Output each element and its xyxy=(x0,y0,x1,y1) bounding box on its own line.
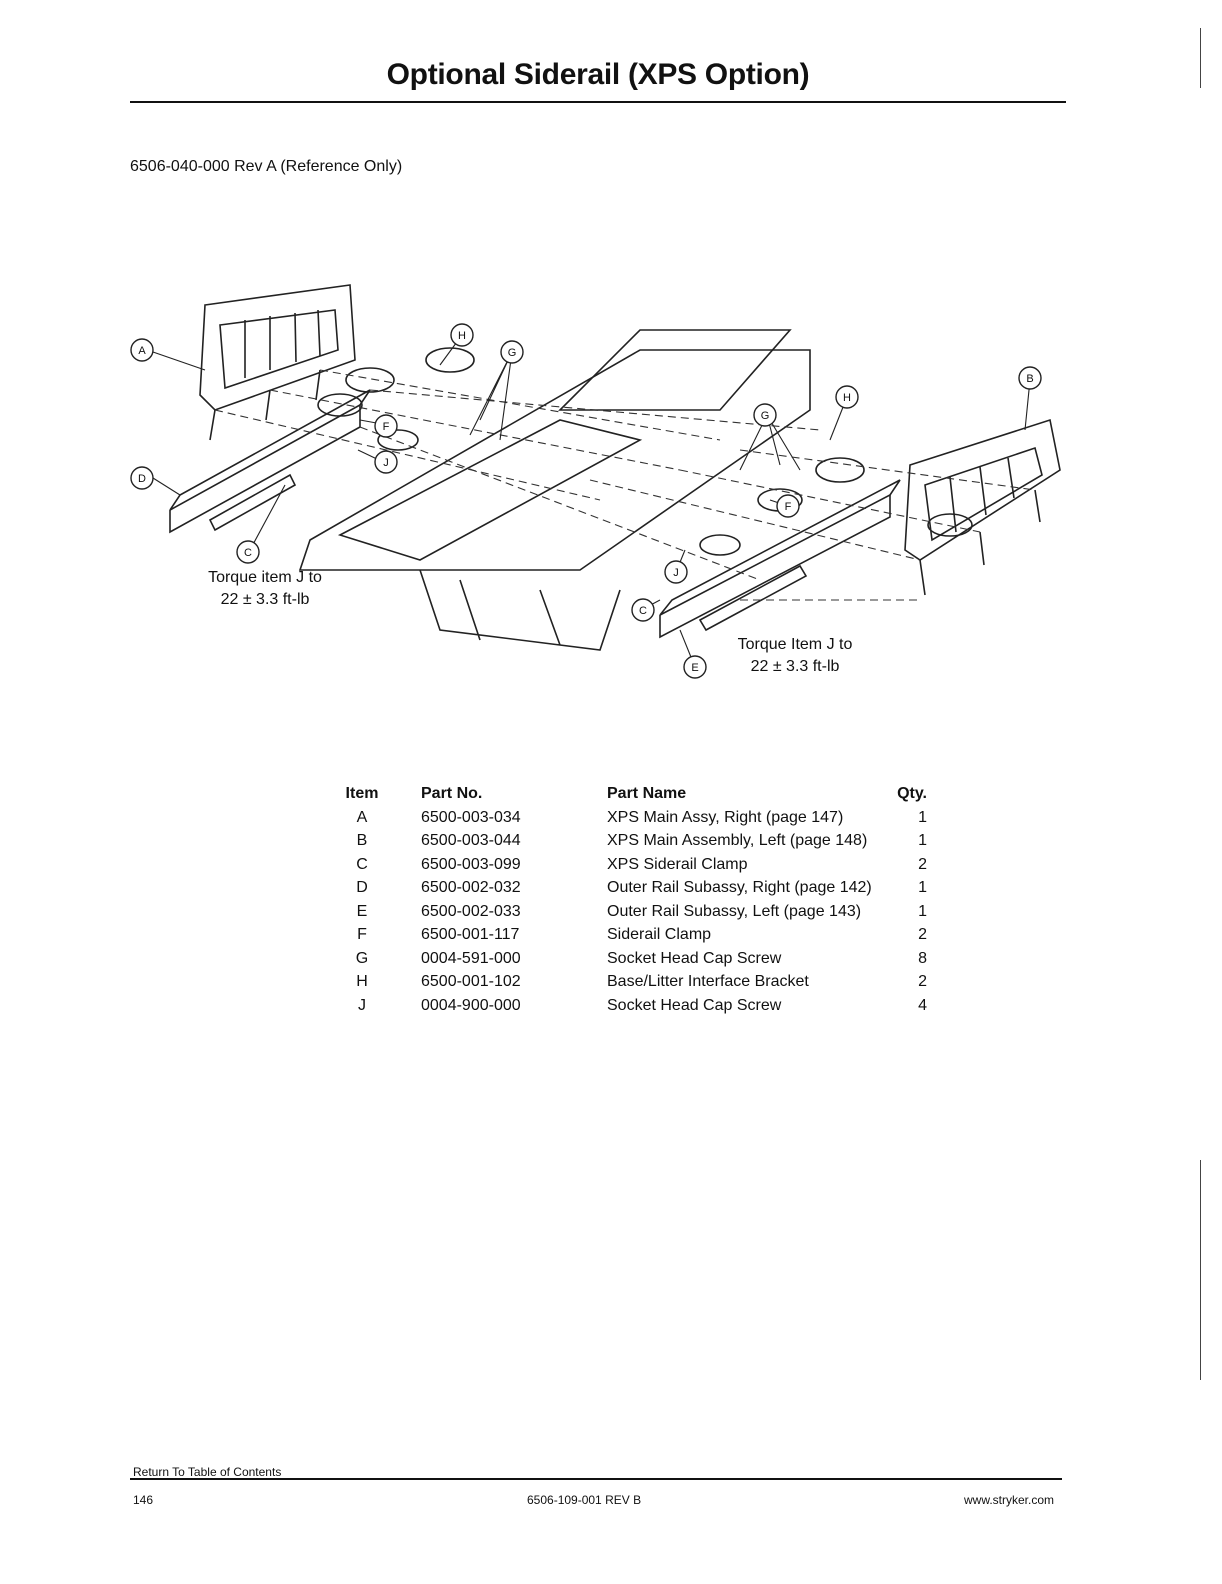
table-row: J 0004-900-000 Socket Head Cap Screw 4 xyxy=(358,996,927,1014)
outer-rail-e xyxy=(659,479,901,616)
base-structure xyxy=(419,569,621,651)
callout-d: D xyxy=(138,473,146,485)
callout-c: C xyxy=(639,605,647,617)
table-row: H 6500-001-102 Base/Litter Interface Bra… xyxy=(356,973,927,991)
exploded-assembly-diagram: A D C H G F J B H G F J C E xyxy=(130,284,1061,679)
callout-j: J xyxy=(673,567,679,579)
scan-edge-mark xyxy=(1200,1160,1201,1380)
callout-g: G xyxy=(761,410,770,422)
parts-table: Item Part No. Part Name Qty. A 6500-003-… xyxy=(315,785,927,1018)
header-part-no: Part No. xyxy=(421,785,483,802)
callout-h: H xyxy=(843,392,851,404)
reference-number: 6506-040-000 Rev A (Reference Only) xyxy=(130,158,403,175)
callout-a: A xyxy=(138,345,146,357)
table-row: E 6500-002-033 Outer Rail Subassy, Left … xyxy=(356,902,927,920)
deck-panel-right xyxy=(558,329,792,411)
torque-note-left: Torque item J to 22 ± 3.3 ft-lb xyxy=(208,569,322,608)
callout-j: J xyxy=(383,457,389,469)
callout-h: H xyxy=(458,330,466,342)
header-part-name: Part Name xyxy=(607,785,687,802)
scan-edge-mark xyxy=(1200,28,1201,88)
table-row: B 6500-003-044 XPS Main Assembly, Left (… xyxy=(356,832,927,850)
torque-note-right: Torque Item J to 22 ± 3.3 ft-lb xyxy=(737,636,853,675)
table-row: A 6500-003-034 XPS Main Assy, Right (pag… xyxy=(356,808,927,826)
return-to-toc-link[interactable]: Return To Table of Contents xyxy=(133,1465,282,1479)
deck-panel-left xyxy=(337,419,643,561)
callout-c: C xyxy=(244,547,252,559)
siderail-a xyxy=(199,284,356,411)
litter-frame xyxy=(298,349,811,571)
outer-rail-d xyxy=(169,389,371,511)
footer-divider xyxy=(130,1478,1062,1480)
website-link[interactable]: www.stryker.com xyxy=(963,1493,1054,1507)
callout-f: F xyxy=(785,501,792,513)
header-divider xyxy=(130,101,1066,103)
header-qty: Qty. xyxy=(897,785,927,802)
page-number: 146 xyxy=(133,1493,154,1507)
table-row: G 0004-591-000 Socket Head Cap Screw 8 xyxy=(355,949,927,967)
header-item: Item xyxy=(345,785,379,802)
table-row: C 6500-003-099 XPS Siderail Clamp 2 xyxy=(356,855,927,873)
callout-e: E xyxy=(691,662,698,674)
document-number: 6506-109-001 REV B xyxy=(527,1493,642,1507)
callout-b: B xyxy=(1026,373,1033,385)
page-title: Optional Siderail (XPS Option) xyxy=(386,58,810,91)
table-header: Item Part No. Part Name Qty. xyxy=(315,785,927,806)
table-row: D 6500-002-032 Outer Rail Subassy, Right… xyxy=(356,879,927,897)
callout-g: G xyxy=(508,347,517,359)
callout-f: F xyxy=(383,421,390,433)
siderail-b xyxy=(904,418,1061,561)
table-row: F 6500-001-117 Siderail Clamp 2 xyxy=(357,926,927,944)
